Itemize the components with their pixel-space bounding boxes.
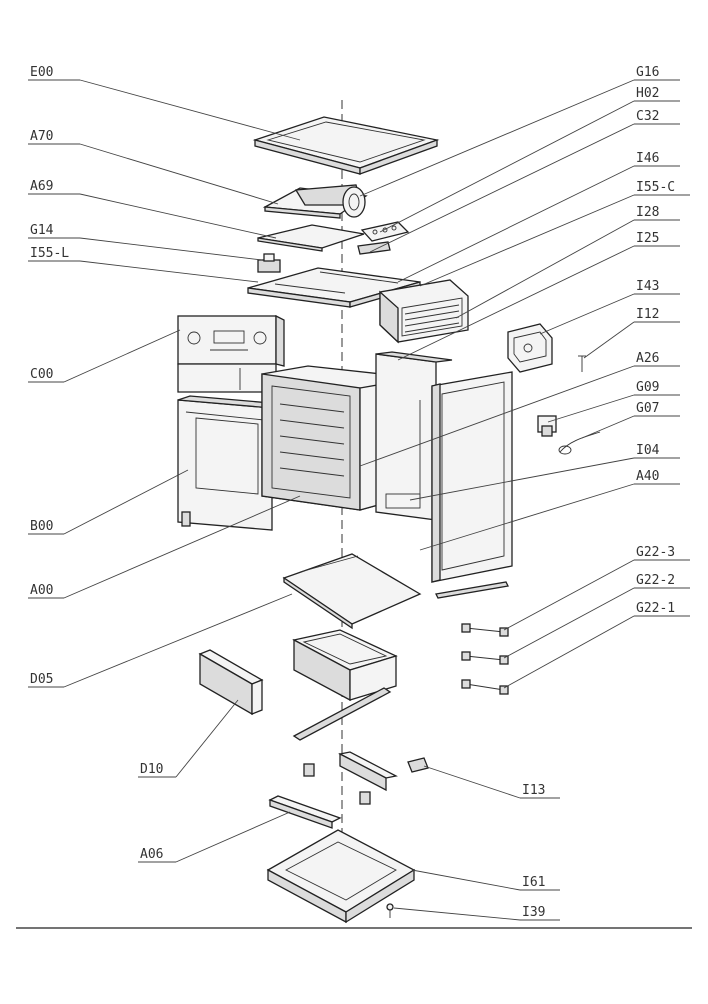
- leader-line-i43: [539, 293, 635, 335]
- part-label-g22-3: G22-3: [636, 545, 675, 560]
- leader-line-e00: [79, 79, 301, 141]
- leader-line-a40: [419, 483, 635, 551]
- leader-line-a06: [175, 811, 291, 863]
- leader-line-i25: [397, 245, 635, 361]
- part-i12-pin: [578, 355, 586, 372]
- part-label-a06: A06: [140, 847, 163, 862]
- leader-line-g22-2: [503, 587, 635, 659]
- leader-line-i46: [397, 165, 635, 283]
- part-label-i25: I25: [636, 231, 659, 246]
- part-label-i46: I46: [636, 151, 659, 166]
- part-label-i55-c: I55-C: [636, 180, 675, 195]
- part-label-a26: A26: [636, 351, 659, 366]
- part-i61-base-frame: [266, 829, 416, 924]
- leader-line-g07: [581, 415, 635, 439]
- leader-line-g16: [359, 79, 635, 197]
- part-c00-control-panel: [177, 314, 285, 393]
- leader-line-g22-1: [503, 615, 635, 689]
- leader-line-i13: [423, 765, 521, 799]
- part-label-g09: G09: [636, 380, 659, 395]
- leader-line-g22-3: [503, 559, 635, 631]
- part-label-i13: I13: [522, 783, 545, 798]
- leader-line-i12: [583, 321, 635, 359]
- part-i28-grille-housing: [379, 279, 469, 344]
- part-label-i12: I12: [636, 307, 659, 322]
- leader-line-i61: [411, 869, 521, 891]
- leader-line-g14: [79, 237, 263, 261]
- leader-line-a70: [79, 143, 279, 205]
- part-label-d10: D10: [140, 762, 163, 777]
- part-label-d05: D05: [30, 672, 53, 687]
- leader-line-i55-c: [419, 194, 635, 287]
- part-label-a40: A40: [636, 469, 659, 484]
- leader-line-i28: [455, 219, 635, 319]
- part-g09-relay: [537, 415, 557, 437]
- leader-line-i55-l: [79, 260, 259, 283]
- part-e00-top-panel: [252, 116, 440, 175]
- part-support-bracket: [303, 751, 398, 805]
- part-label-g22-2: G22-2: [636, 573, 675, 588]
- part-side-bar: [435, 581, 509, 599]
- leader-line-a26: [359, 365, 635, 467]
- part-a06-rail: [268, 795, 342, 829]
- part-label-i55-l: I55-L: [30, 246, 69, 261]
- part-a70-control-tray: [262, 184, 368, 219]
- part-g22-1-harness: [461, 679, 509, 695]
- part-label-i28: I28: [636, 205, 659, 220]
- part-label-c32: C32: [636, 109, 659, 124]
- part-d05-bottom-tray: [282, 553, 422, 630]
- part-label-a00: A00: [30, 583, 53, 598]
- part-h02-board: [357, 221, 410, 255]
- part-g14-module: [257, 253, 281, 273]
- part-d10-drawer-front: [198, 649, 264, 716]
- part-i55-cover-plate: [247, 267, 421, 308]
- part-g22-3-harness: [461, 623, 509, 637]
- leader-line-c32: [369, 123, 635, 253]
- part-i43-control-module: [507, 323, 553, 373]
- leader-line-h02: [379, 100, 635, 233]
- part-g07-cable: [558, 431, 601, 455]
- part-label-e00: E00: [30, 65, 53, 80]
- part-a40-side-panel: [431, 371, 513, 583]
- part-label-g14: G14: [30, 223, 54, 238]
- leader-line-d10: [175, 699, 239, 778]
- leader-line-i04: [409, 457, 635, 501]
- part-label-i39: I39: [522, 905, 545, 920]
- part-label-g16: G16: [636, 65, 659, 80]
- part-i39-screw: [386, 903, 394, 918]
- leader-lines: [28, 79, 690, 921]
- part-label-a70: A70: [30, 129, 53, 144]
- leader-line-d05: [63, 593, 293, 688]
- leader-line-b00: [63, 469, 189, 535]
- part-label-a69: A69: [30, 179, 53, 194]
- part-label-h02: H02: [636, 86, 659, 101]
- part-label-g07: G07: [636, 401, 659, 416]
- leader-line-g09: [547, 394, 635, 423]
- part-label-i61: I61: [522, 875, 545, 890]
- part-label-i04: I04: [636, 443, 660, 458]
- leader-line-a00: [63, 495, 301, 599]
- leader-line-a69: [79, 193, 277, 239]
- part-label-c00: C00: [30, 367, 53, 382]
- leader-line-i39: [393, 907, 521, 921]
- part-label-i43: I43: [636, 279, 659, 294]
- part-label-b00: B00: [30, 519, 53, 534]
- part-a69-plate: [257, 224, 365, 252]
- part-i13-bracket: [407, 757, 429, 773]
- part-drawer-rail: [292, 687, 392, 741]
- leader-line-c00: [63, 329, 181, 383]
- part-label-g22-1: G22-1: [636, 601, 675, 616]
- part-g22-2-harness: [461, 651, 509, 665]
